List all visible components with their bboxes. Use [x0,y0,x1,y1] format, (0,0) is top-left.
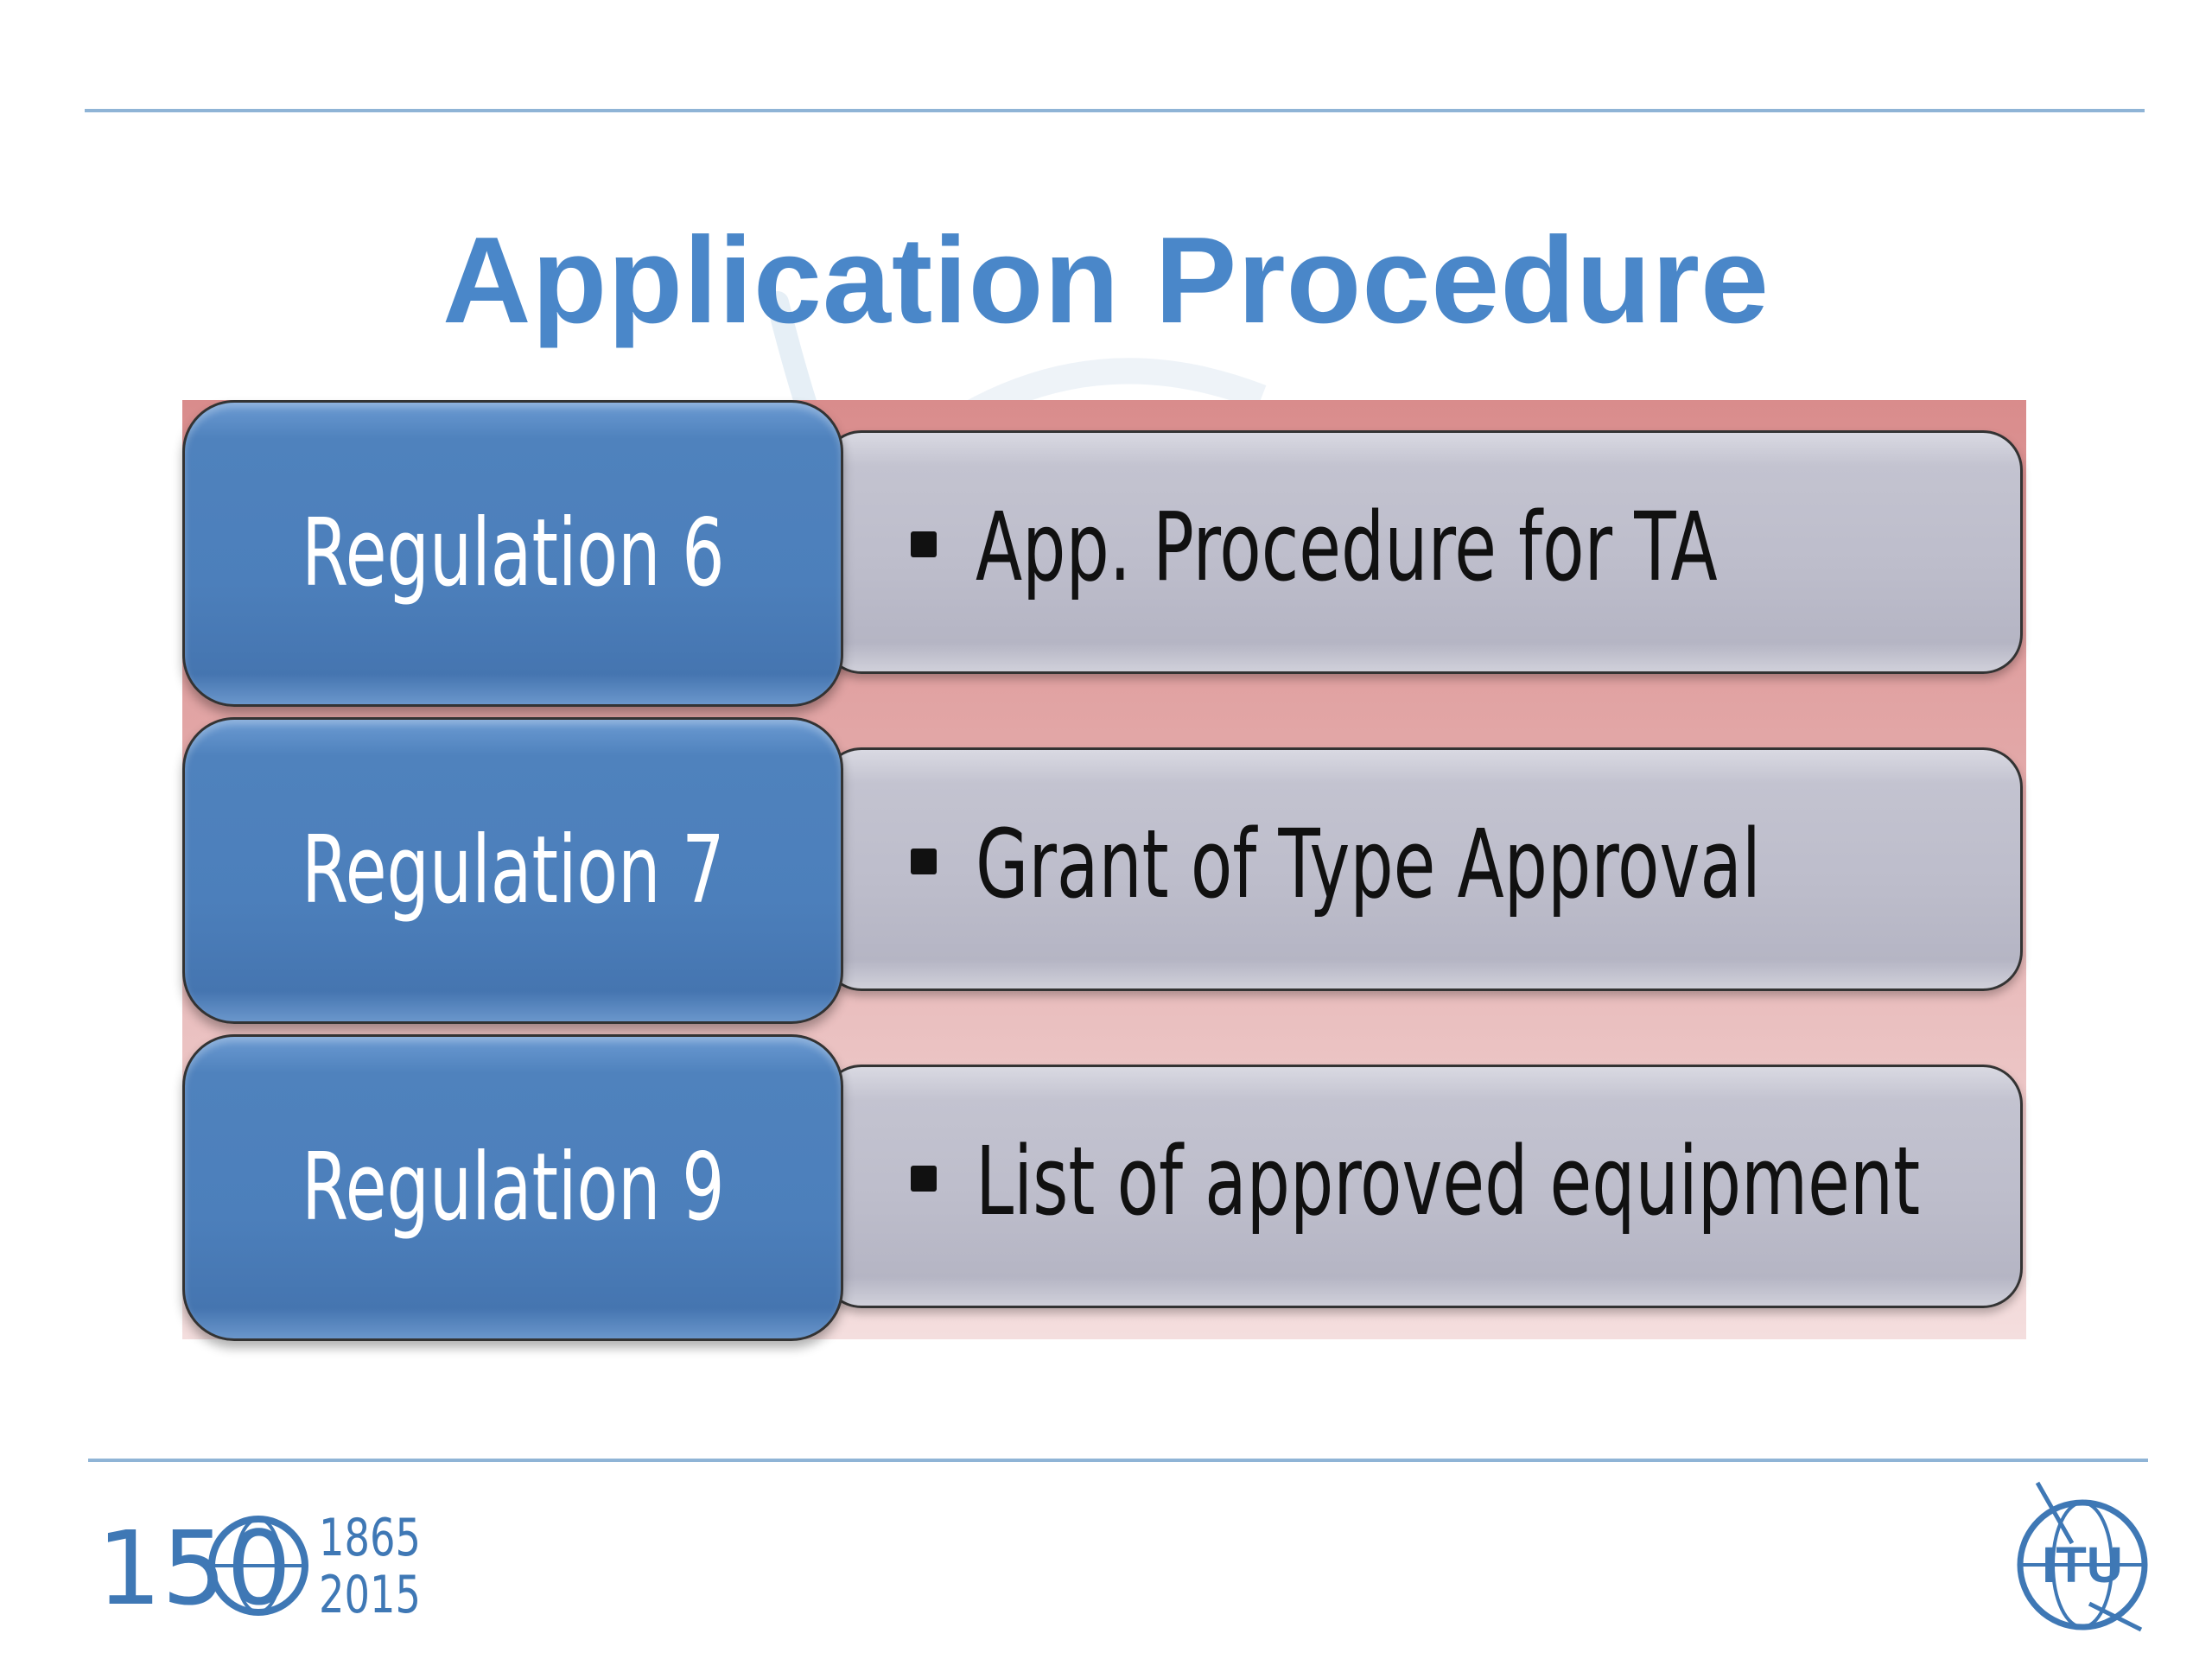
itu-logo-text: ITU [2042,1537,2122,1593]
bullet-icon [911,531,937,557]
regulation-detail-box [822,430,2023,674]
bottom-divider [88,1459,2148,1462]
itu-logo-icon: ITU [2017,1481,2148,1632]
bullet-icon [911,1166,937,1192]
regulation-row: Regulation 7 Grant of Type Approval [182,717,2026,1024]
regulation-detail-text: Grant of Type Approval [976,809,1761,919]
regulation-detail-box [822,1065,2023,1308]
regulation-label-box: Regulation 9 [182,1034,843,1341]
itu-150-anniversary-logo: 150 1865 2015 [97,1508,421,1628]
anniversary-number: 150 [97,1509,291,1628]
regulation-label: Regulation 6 [301,499,725,607]
regulation-detail-text: List of approved equipment [976,1126,1921,1236]
regulation-label-box: Regulation 7 [182,717,843,1024]
regulation-row: Regulation 9 List of approved equipment [182,1034,2026,1341]
years-end: 2015 [319,1565,421,1625]
bullet-icon [911,849,937,874]
regulation-detail-text: App. Procedure for TA [976,492,1718,602]
regulation-row: Regulation 6 App. Procedure for TA [182,400,2026,707]
years-start: 1865 [319,1508,421,1568]
regulation-detail-box [822,747,2023,991]
slide-title: Application Procedure [442,212,1770,349]
regulation-label: Regulation 7 [301,817,725,925]
regulation-label: Regulation 9 [301,1134,725,1242]
regulation-label-box: Regulation 6 [182,400,843,707]
top-divider [85,109,2145,112]
